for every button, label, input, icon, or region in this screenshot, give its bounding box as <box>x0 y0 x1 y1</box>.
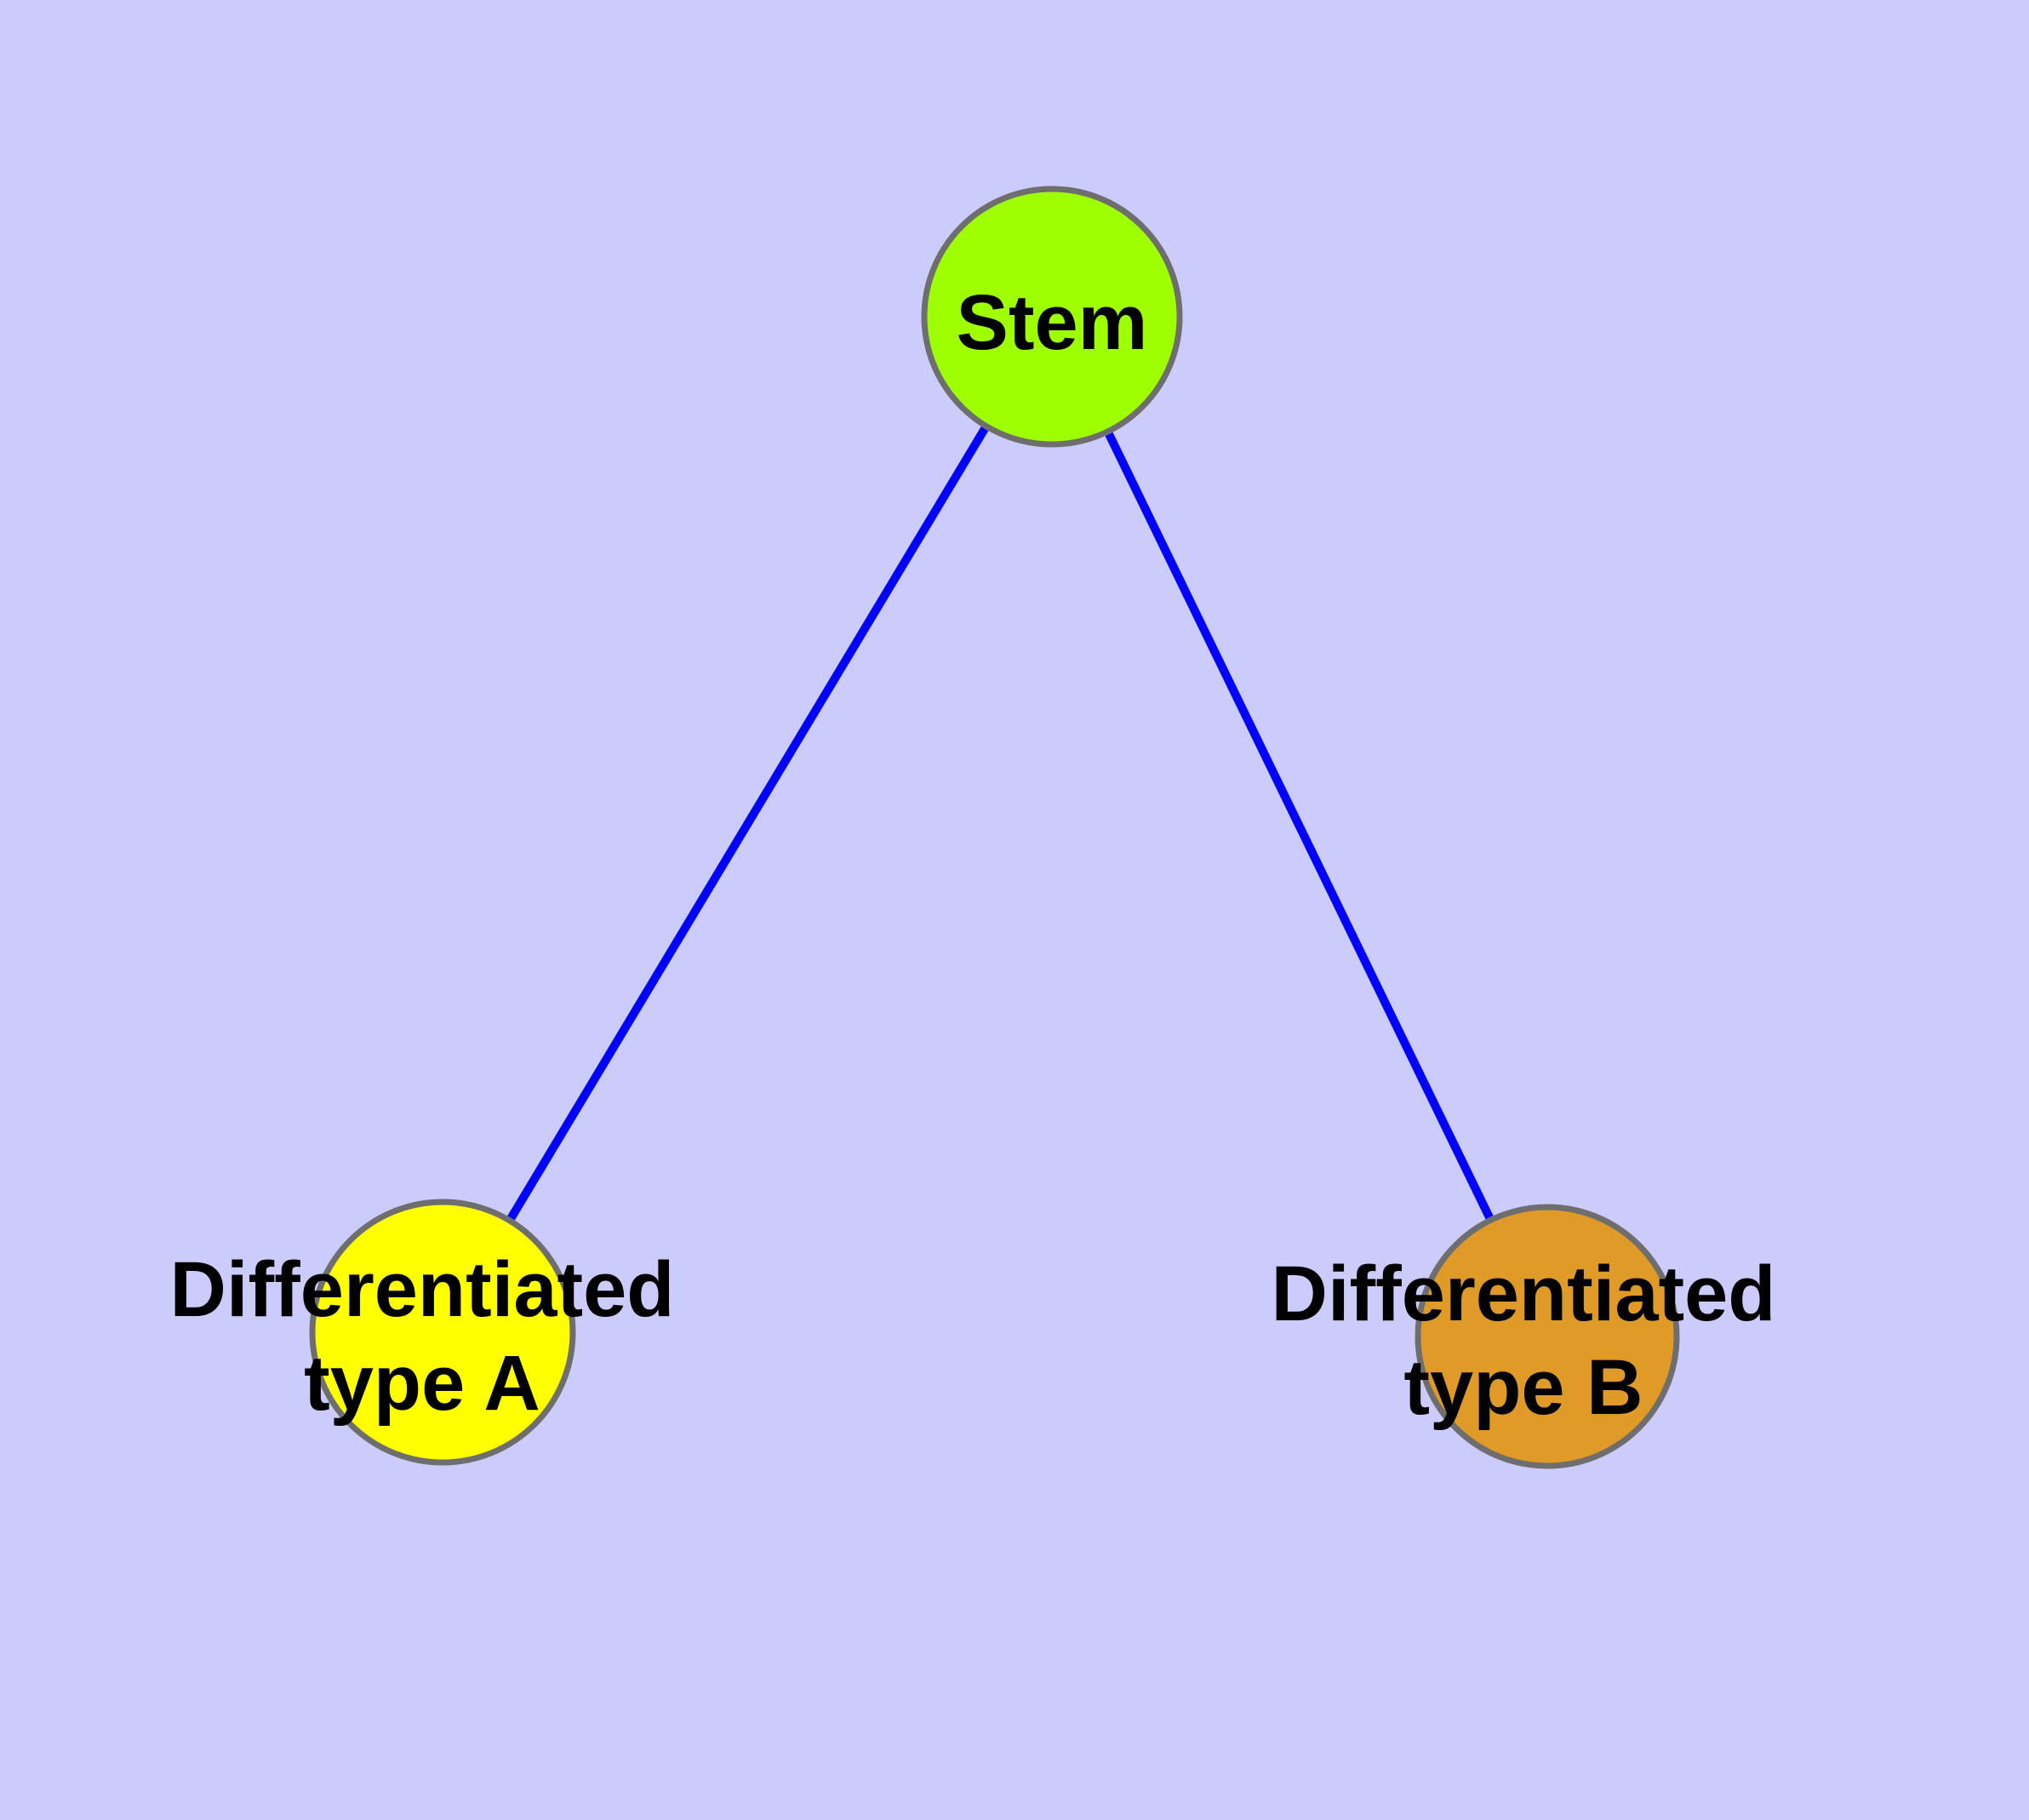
graph-node-stem[interactable]: Stem <box>921 186 1183 448</box>
edges-layer <box>507 426 1494 1221</box>
node-label-line: type A <box>304 1340 540 1427</box>
node-label-stem: Stem <box>957 279 1148 366</box>
node-label-line: Differentiated <box>1272 1251 1776 1337</box>
node-circle-diff_a[interactable] <box>309 1199 576 1466</box>
node-label-line: Stem <box>957 279 1148 366</box>
node-label-line: type B <box>1403 1344 1643 1431</box>
graph-edge-stem-to-diff_b[interactable] <box>1105 432 1494 1220</box>
node-label-line: Differentiated <box>170 1246 675 1333</box>
node-circle-diff_b[interactable] <box>1415 1204 1680 1469</box>
node-circle-stem[interactable] <box>921 186 1183 448</box>
graph-edge-stem-to-diff_a[interactable] <box>507 426 989 1221</box>
